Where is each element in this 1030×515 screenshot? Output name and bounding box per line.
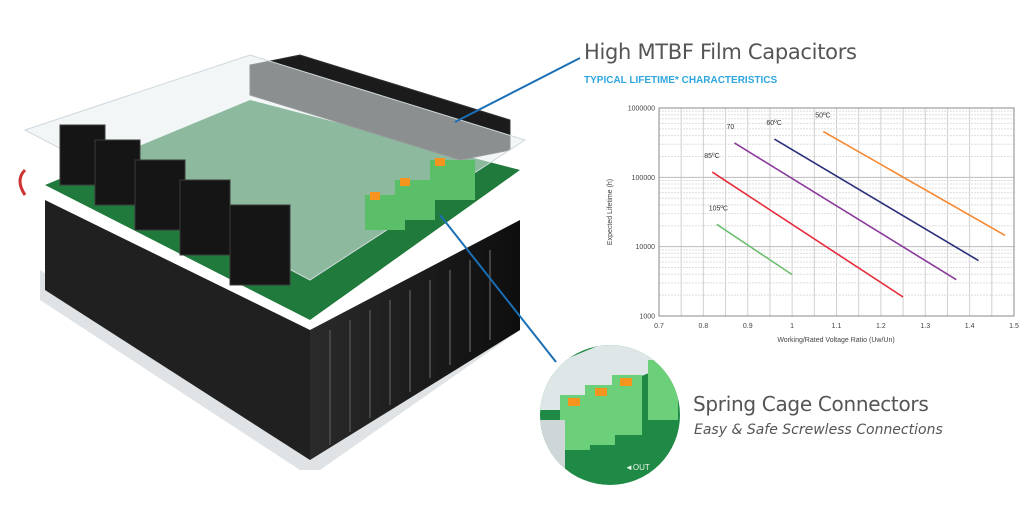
capacitors-front — [59, 124, 291, 286]
series-line — [822, 130, 1006, 237]
capacitors-title: High MTBF Film Capacitors — [584, 40, 857, 64]
lifetime-chart: 50ºC 60ºC 70 85ºC 105ºC 0.7 0.8 0.9 1 1.1 1.2 1.3 1… — [607, 106, 1019, 345]
connector-levers — [370, 158, 445, 200]
series-label: 70 — [726, 124, 734, 131]
wires — [18, 168, 27, 196]
chart-series: 50ºC 60ºC 70 85ºC 105ºC — [704, 112, 1006, 298]
x-tick-label: 0.7 — [654, 323, 664, 330]
series-line — [734, 142, 957, 281]
series-line — [716, 223, 793, 276]
series-label: 60ºC — [766, 120, 781, 127]
x-axis-label: Working/Rated Voltage Ratio (Uw/Un) — [777, 337, 894, 344]
callout-line-capacitors — [454, 57, 581, 123]
product-photo — [18, 54, 527, 470]
x-tick-label: 1.1 — [832, 323, 842, 330]
y-axis-label: Expected Lifetime (h) — [607, 179, 614, 245]
spring-connectors — [365, 160, 475, 230]
x-tick-label: 0.8 — [699, 323, 709, 330]
y-tick-label: 1000000 — [628, 106, 655, 113]
x-tick-label: 1.4 — [965, 323, 975, 330]
x-tick-label: 0.9 — [743, 323, 753, 330]
connector-inset: ◄OUT — [540, 345, 680, 485]
chart-ticks: 0.7 0.8 0.9 1 1.1 1.2 1.3 1.4 1.5 1000 10000 100000… — [628, 106, 1019, 331]
y-tick-label: 10000 — [636, 244, 656, 251]
connectors-subtitle: Easy & Safe Screwless Connections — [694, 422, 943, 438]
series-label: 85ºC — [704, 153, 719, 160]
plot-frame — [658, 107, 1015, 317]
y-tick-label: 1000 — [639, 314, 655, 321]
x-tick-label: 1.5 — [1009, 323, 1019, 330]
y-tick-label: 100000 — [632, 175, 655, 182]
series-line — [711, 171, 904, 298]
callout-line-connectors — [439, 214, 557, 363]
lifetime-subtitle: TYPICAL LIFETIME* CHARACTERISTICS — [584, 75, 778, 86]
x-tick-label: 1.3 — [920, 323, 930, 330]
heatsink-front — [45, 200, 310, 460]
heatsink-side — [310, 220, 520, 460]
chart-grid — [658, 108, 1015, 317]
heatsink-fins — [329, 250, 491, 445]
inset-label: ◄OUT — [625, 463, 650, 472]
x-tick-label: 1 — [790, 323, 794, 330]
series-label: 105ºC — [709, 205, 728, 212]
series-line — [773, 138, 979, 262]
x-tick-label: 1.2 — [876, 323, 886, 330]
series-label: 50ºC — [815, 112, 830, 119]
connectors-title: Spring Cage Connectors — [693, 392, 929, 416]
